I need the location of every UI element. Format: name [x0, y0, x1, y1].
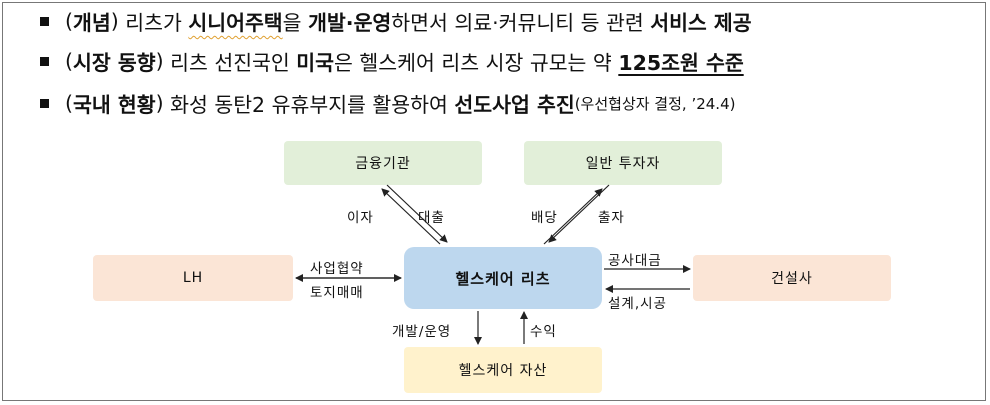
bullet-bold: 개발·운영: [308, 11, 392, 35]
bullet-square-icon: [40, 98, 49, 108]
bullet-text: 하면서 의료·커뮤니티 등 관련: [391, 11, 651, 35]
label-revenue: 수익: [530, 324, 557, 340]
bullet-paren-close: ): [110, 9, 119, 33]
node-healthcare-asset: 헬스케어 자산: [404, 347, 602, 393]
label-land-sale: 토지매매: [310, 285, 364, 301]
bullet-bold: 서비스 제공: [650, 11, 752, 35]
label-loan: 대출: [418, 210, 445, 226]
arrow-interest: [381, 188, 441, 245]
label-interest: 이자: [347, 210, 374, 226]
bullet-paren-open: (: [65, 9, 73, 33]
bullet-tag: 국내 현황: [73, 93, 156, 117]
bullet-bold: 시니어주택: [188, 11, 283, 35]
arrow-investment: [548, 184, 610, 243]
label-design-build: 설계,시공: [608, 296, 667, 312]
content-frame: [2, 2, 986, 401]
label-investment: 출자: [598, 210, 625, 226]
bullet-text: 화성 동탄2 유휴부지를 활용하여: [163, 93, 455, 117]
bullet-bold: 선도사업 추진: [454, 93, 575, 117]
bullet-bold: 미국: [296, 51, 335, 75]
bullet-paren-open: (: [65, 91, 73, 115]
label-partnership: 사업협약: [310, 261, 364, 277]
bullet-square-icon: [40, 16, 49, 26]
node-lh: LH: [93, 255, 293, 301]
bullet-text: 리츠가: [118, 11, 189, 35]
bullet-domestic-status: (국내 현황) 화성 동탄2 유휴부지를 활용하여 선도사업 추진(우선협상자 …: [40, 88, 735, 118]
node-financial-institution: 금융기관: [284, 141, 482, 185]
node-construction-company: 건설사: [693, 255, 891, 301]
bullet-tag: 시장 동향: [73, 51, 156, 75]
bullet-paren-close: ): [155, 49, 164, 73]
bullet-tag: 개념: [73, 11, 111, 35]
bullet-text: 은 헬스케어 리츠 시장 규모는 약: [334, 51, 619, 75]
arrow-loan: [386, 184, 448, 243]
bullet-square-icon: [40, 56, 49, 66]
node-general-investor: 일반 투자자: [524, 141, 722, 185]
bullet-bold: 125조원 수준: [618, 51, 744, 75]
label-dividend: 배당: [531, 210, 558, 226]
bullet-text: 을: [282, 11, 309, 35]
node-healthcare-reit: 헬스케어 리츠: [404, 247, 602, 309]
bullet-text: 리츠 선진국인: [163, 51, 297, 75]
label-develop-operate: 개발/운영: [392, 324, 452, 340]
bullet-note: (우선협상자 결정, ’24.4): [574, 94, 736, 113]
bullet-paren-close: ): [155, 91, 164, 115]
bullet-paren-open: (: [65, 49, 73, 73]
label-construction-payment: 공사대금: [608, 253, 662, 269]
